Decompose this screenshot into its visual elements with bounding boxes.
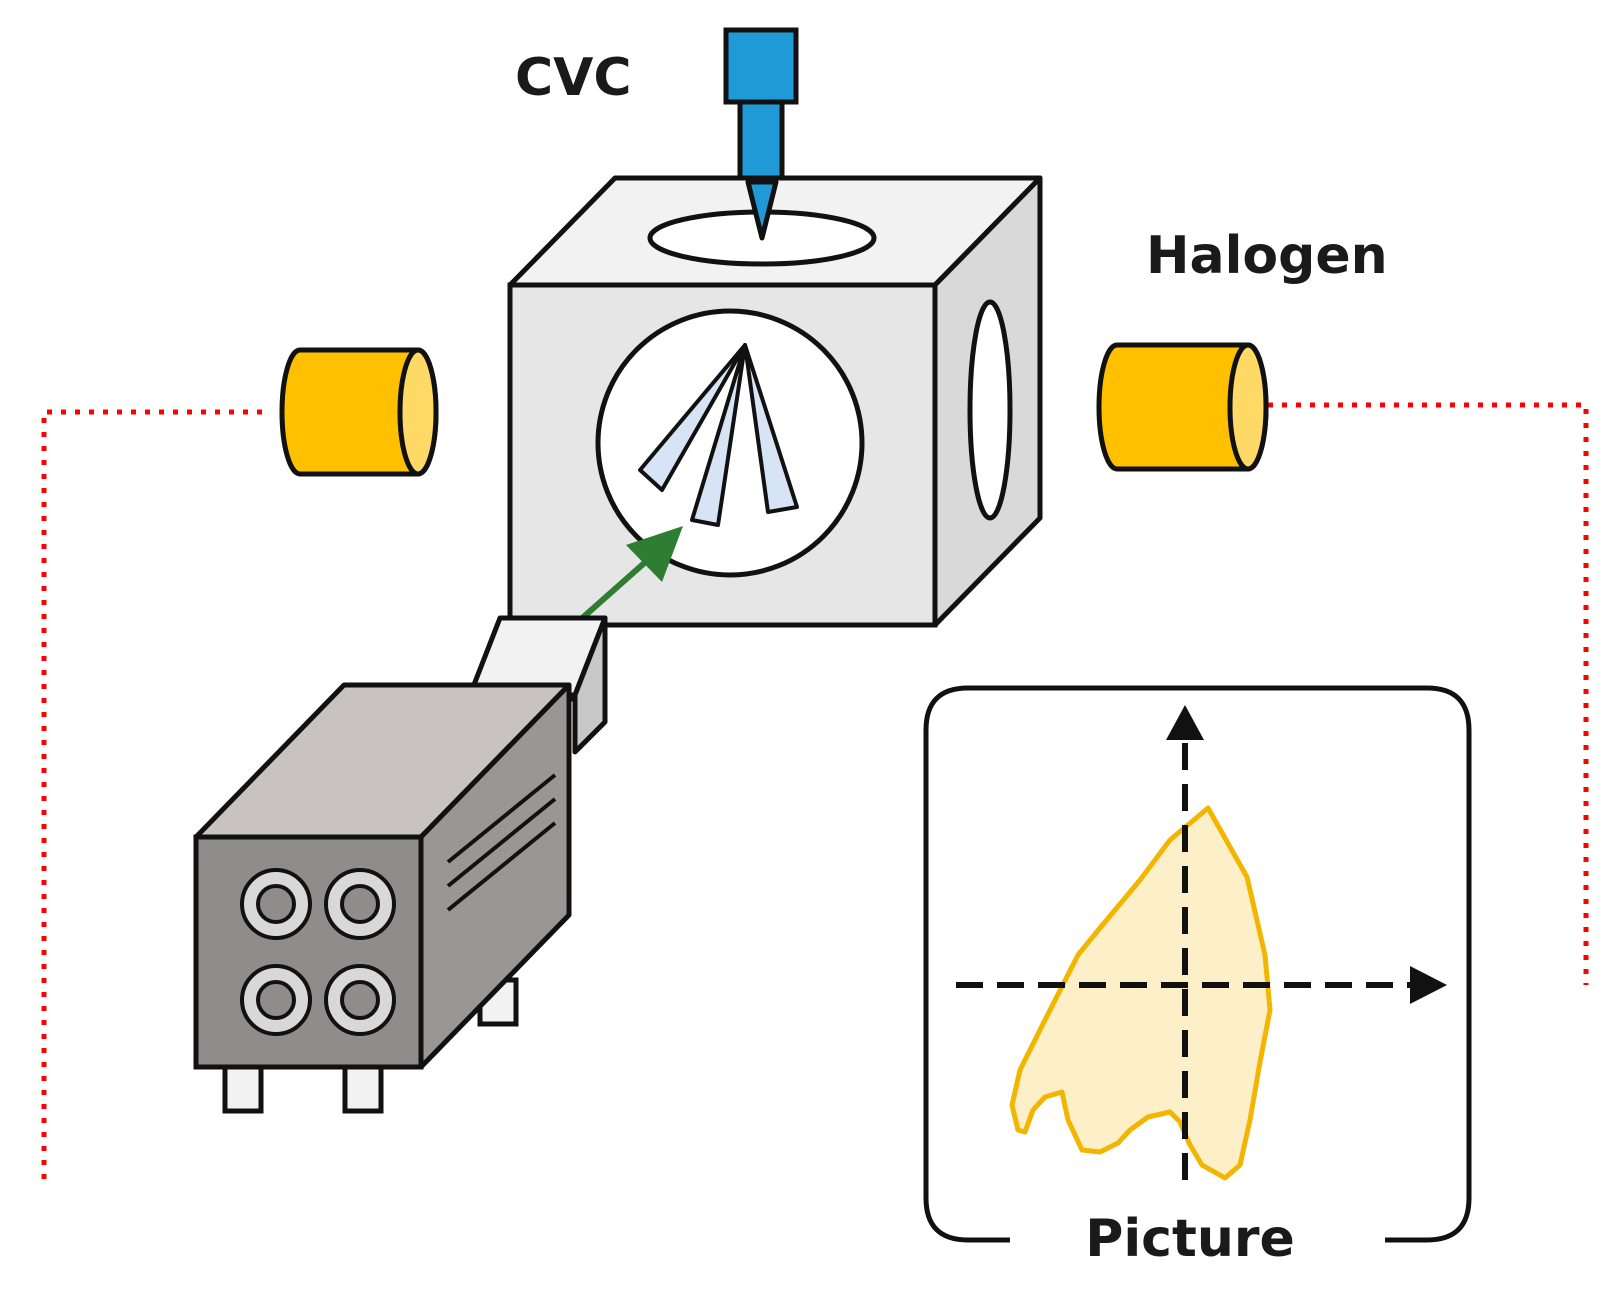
- halogen-lamp-icon: [1096, 342, 1269, 472]
- side-window: [967, 299, 1013, 521]
- camera-front-face: [193, 834, 424, 1070]
- vertical-axis-arrowhead: [1166, 705, 1204, 740]
- camera-knobs: [240, 868, 396, 1036]
- spike-group: [638, 343, 799, 527]
- sample-silhouette: [1009, 805, 1273, 1181]
- picture-panel: [923, 685, 1472, 1243]
- camera-view-arrow: [578, 526, 683, 623]
- cvc-label: CVC: [515, 48, 632, 108]
- camera-icon: [193, 615, 608, 1114]
- camera-vent-lines: [446, 773, 557, 912]
- left-beam-dotted-line: [41, 409, 262, 1185]
- halogen-lamp-icon: [279, 347, 439, 477]
- halogen-label: Halogen: [1146, 226, 1388, 286]
- horizontal-axis-arrowhead: [1410, 966, 1447, 1004]
- picture-label: Picture: [1085, 1209, 1295, 1269]
- right-beam-dotted-line: [1268, 402, 1589, 985]
- cube-chamber-icon: [507, 175, 1043, 628]
